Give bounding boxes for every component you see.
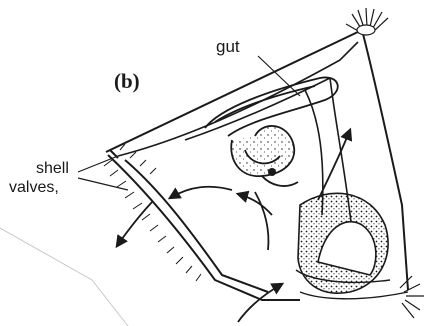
shell-valves-label-line1: shell	[36, 161, 69, 177]
gut-dot	[268, 168, 276, 176]
gut-label: gut	[216, 38, 240, 55]
background-guide-lines	[0, 228, 128, 326]
siphon-tuft	[400, 276, 424, 318]
hinge-tuft	[346, 8, 388, 35]
shell-valves-label-line2: valves,	[9, 180, 59, 196]
foot-organ	[296, 193, 408, 298]
panel-label: (b)	[114, 71, 140, 92]
